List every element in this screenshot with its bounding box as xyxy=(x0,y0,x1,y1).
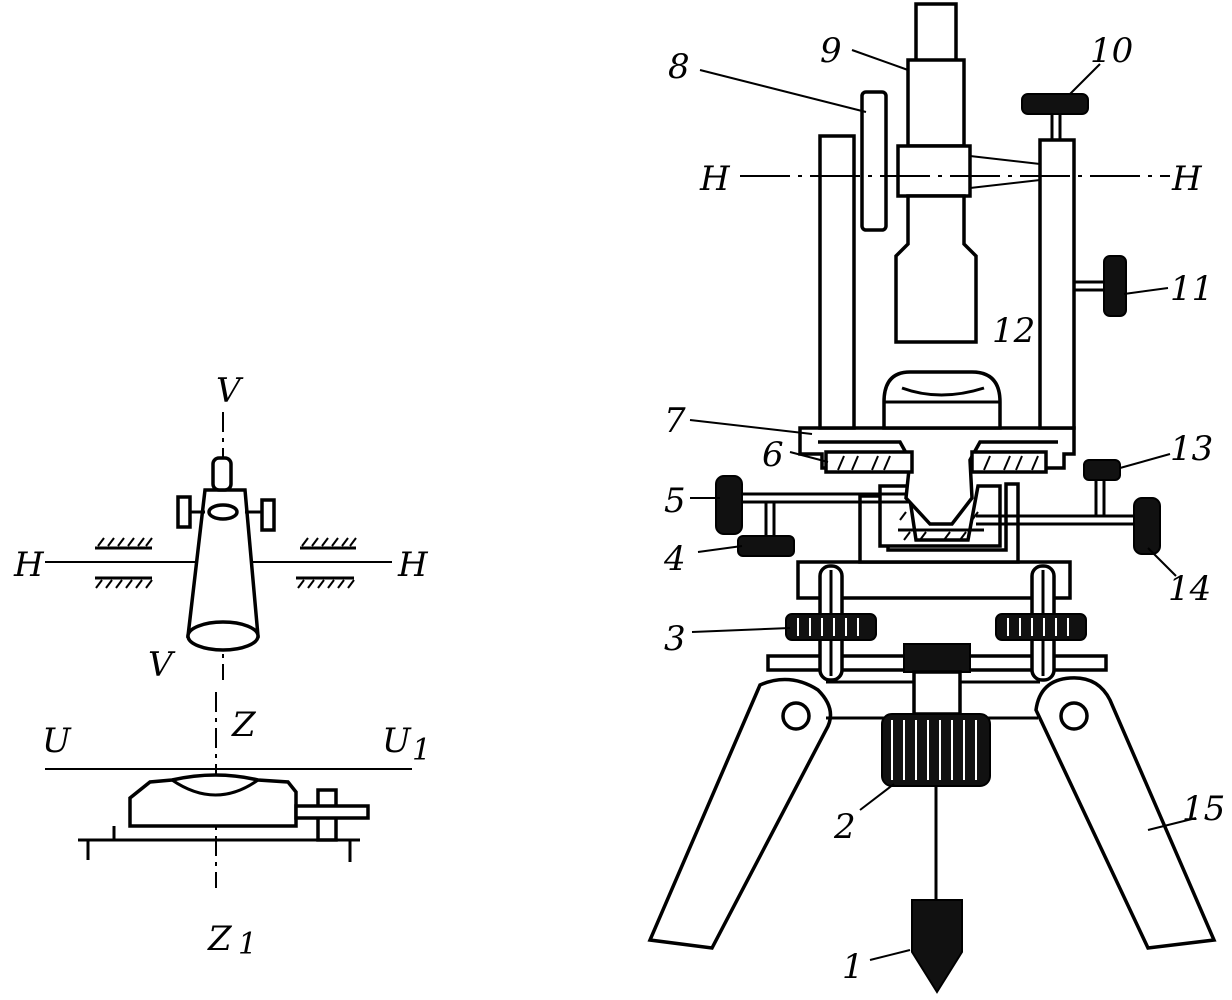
callout-9: 9 xyxy=(820,31,842,71)
label-u-right-sub: 1 xyxy=(412,733,431,768)
trunnion-hole xyxy=(207,503,239,521)
callout-5: 5 xyxy=(664,481,686,521)
callout-3: 3 xyxy=(664,619,686,659)
label-z-bottom: Z xyxy=(207,919,233,959)
callout-2: 2 xyxy=(833,807,856,847)
objective-end xyxy=(186,620,260,652)
clamp-knob-5 xyxy=(715,475,743,535)
tripod-hinge-right xyxy=(1059,701,1089,731)
eyepiece xyxy=(914,2,958,64)
callout-11: 11 xyxy=(1170,269,1213,309)
telescope-lower xyxy=(894,194,978,344)
alidade-level-bubble xyxy=(901,386,985,397)
callout-14: 14 xyxy=(1168,569,1211,609)
label-h-left: H xyxy=(13,545,45,585)
leveling-knob-left xyxy=(785,613,877,641)
level-bubble xyxy=(171,778,259,797)
callout-6: 6 xyxy=(762,435,784,475)
tangent-knob-13 xyxy=(1083,459,1121,481)
eyepiece-stub xyxy=(211,456,233,492)
label-h-left-theodolite: H xyxy=(699,159,731,199)
vertical-circle xyxy=(860,90,888,232)
label-h-right: H xyxy=(397,545,429,585)
plumb-bob xyxy=(911,899,963,994)
tripod-hinge-left xyxy=(781,701,811,731)
support-hatching xyxy=(95,537,357,589)
label-v-bottom: V xyxy=(148,645,176,685)
vertical-clamp-knob-10 xyxy=(1021,93,1089,115)
callout-12: 12 xyxy=(992,311,1035,351)
theodolite: H H 1 2 3 4 5 6 7 8 9 10 11 xyxy=(647,2,1225,994)
tripod-leg-right xyxy=(1034,676,1217,950)
telescope-axis-sketch: V V H H xyxy=(13,371,429,685)
label-z-bottom-sub: 1 xyxy=(238,927,257,962)
level-vial-housing xyxy=(128,773,298,828)
label-z-top: Z xyxy=(231,705,257,745)
callout-1: 1 xyxy=(842,947,864,987)
fixing-screw-shaft xyxy=(912,670,962,716)
fixing-screw-knob xyxy=(881,713,991,787)
level-adjust-screw xyxy=(294,804,370,820)
callout-leaders xyxy=(689,49,1197,961)
label-v-top: V xyxy=(216,371,244,411)
callout-8: 8 xyxy=(668,47,690,87)
right-knob xyxy=(260,498,276,532)
leveling-knob-right xyxy=(995,613,1087,641)
fixing-screw-top xyxy=(903,643,971,673)
telescope-upper xyxy=(906,58,966,148)
telescope-trunnion xyxy=(896,144,972,198)
label-u-right: U xyxy=(382,721,412,761)
tripod-leg-left xyxy=(647,677,833,950)
standard-right xyxy=(1038,138,1076,430)
callout-13: 13 xyxy=(1170,429,1213,469)
left-knob xyxy=(176,495,192,529)
alidade-level xyxy=(882,370,1002,430)
clamp-knob-14 xyxy=(1133,497,1161,555)
callout-15: 15 xyxy=(1182,789,1225,829)
vertical-tangent-knob-11 xyxy=(1103,255,1127,317)
plate-level-sketch: Z Z 1 U U 1 xyxy=(42,692,431,962)
tangent-knob-4 xyxy=(737,535,795,557)
label-h-right-theodolite: H xyxy=(1171,159,1203,199)
callout-7: 7 xyxy=(664,401,686,441)
label-u-left: U xyxy=(42,721,72,761)
standard-left xyxy=(818,134,856,430)
callout-10: 10 xyxy=(1090,31,1133,71)
callout-4: 4 xyxy=(663,539,686,579)
